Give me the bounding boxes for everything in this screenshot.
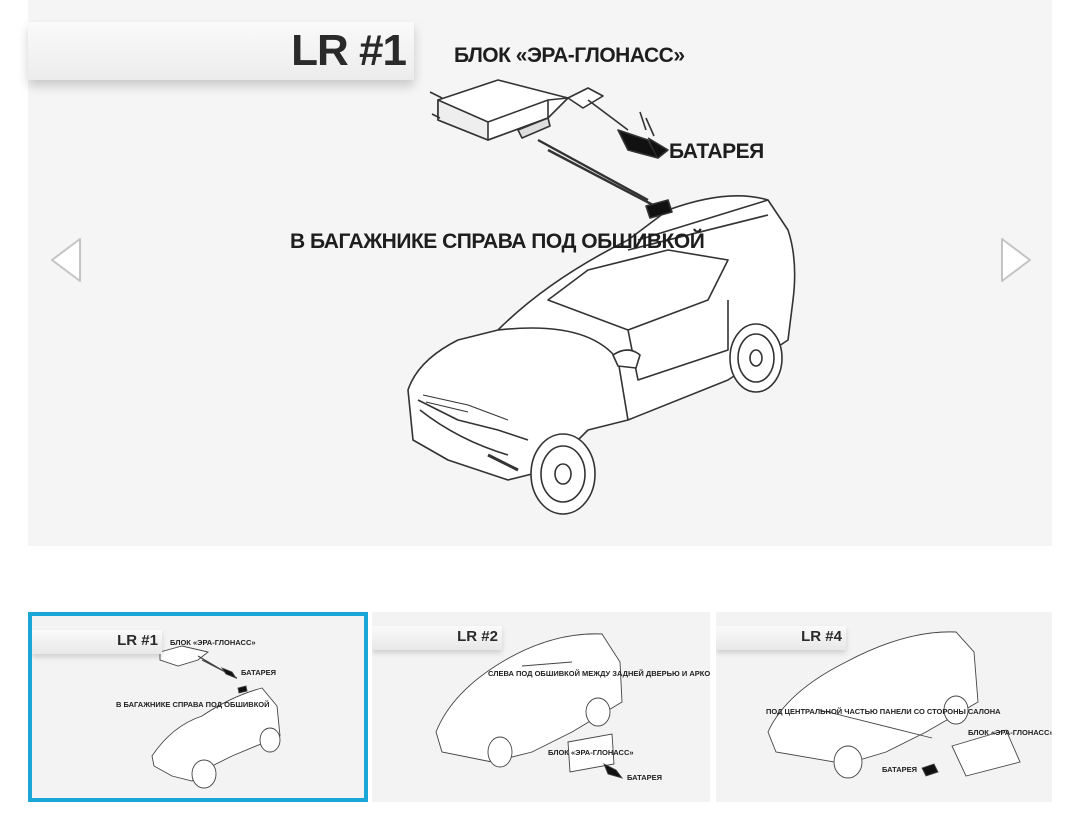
callout-location-label: В БАГАЖНИКЕ СПРАВА ПОД ОБШИВКОЙ [290,230,705,253]
thumbnail-car-illustration [767,631,1021,779]
thumbnail-label: БЛОК «ЭРА-ГЛОНАСС» [548,748,634,757]
chevron-left-icon [51,238,81,282]
callout-block-label: БЛОК «ЭРА-ГЛОНАСС» [454,44,685,67]
thumbnail-label: БАТАРЕЯ [882,765,918,774]
slide-title: LR #1 [291,26,407,75]
prev-slide-button[interactable] [46,235,86,285]
thumbnail-title-tab: LR #1 [32,630,162,654]
thumbnail-title-tab: LR #2 [372,626,502,650]
thumbnail-lr2[interactable]: LR #2 СЛЕВА ПОД ОБШИВКОЙ МЕЖДУ ЗАДНЕЙ ДВ… [372,612,710,802]
callout-battery-label: БАТАРЕЯ [669,140,764,163]
car-illustration [407,79,796,515]
slide-title-tab: LR #1 [28,22,414,80]
thumbnail-title-tab: LR #4 [716,626,846,650]
chevron-right-icon [1001,238,1031,282]
thumbnail-label: БЛОК «ЭРА-ГЛОНАСС» [968,728,1052,737]
thumbnail-car-illustration [151,645,281,789]
main-slide: LR #1 БЛОК «ЭРА-ГЛОНАСС» БАТАРЕЯ В БАГАЖ… [28,0,1052,546]
thumbnail-label: СЛЕВА ПОД ОБШИВКОЙ МЕЖДУ ЗАДНЕЙ ДВЕРЬЮ И… [488,669,710,678]
thumbnail-label: БАТАРЕЯ [241,668,277,677]
thumbnail-title: LR #1 [117,632,158,649]
next-slide-button[interactable] [996,235,1036,285]
thumbnail-title: LR #4 [801,628,842,645]
thumbnail-title: LR #2 [457,628,498,645]
thumbnail-label: ПОД ЦЕНТРАЛЬНОЙ ЧАСТЬЮ ПАНЕЛИ СО СТОРОНЫ… [766,707,1001,716]
thumbnail-lr1[interactable]: LR #1 БЛОК «ЭРА-ГЛОНАСС» БАТАРЕЯ В БАГАЖ… [28,612,368,802]
thumbnail-label: В БАГАЖНИКЕ СПРАВА ПОД ОБШИВКОЙ [116,700,270,709]
thumbnail-car-illustration [435,633,624,779]
thumbnail-label: БАТАРЕЯ [627,773,663,782]
thumbnail-label: БЛОК «ЭРА-ГЛОНАСС» [170,638,256,647]
thumbnail-lr4[interactable]: LR #4 ПОД ЦЕНТРАЛЬНОЙ ЧАСТЬЮ ПАНЕЛИ СО С… [716,612,1052,802]
